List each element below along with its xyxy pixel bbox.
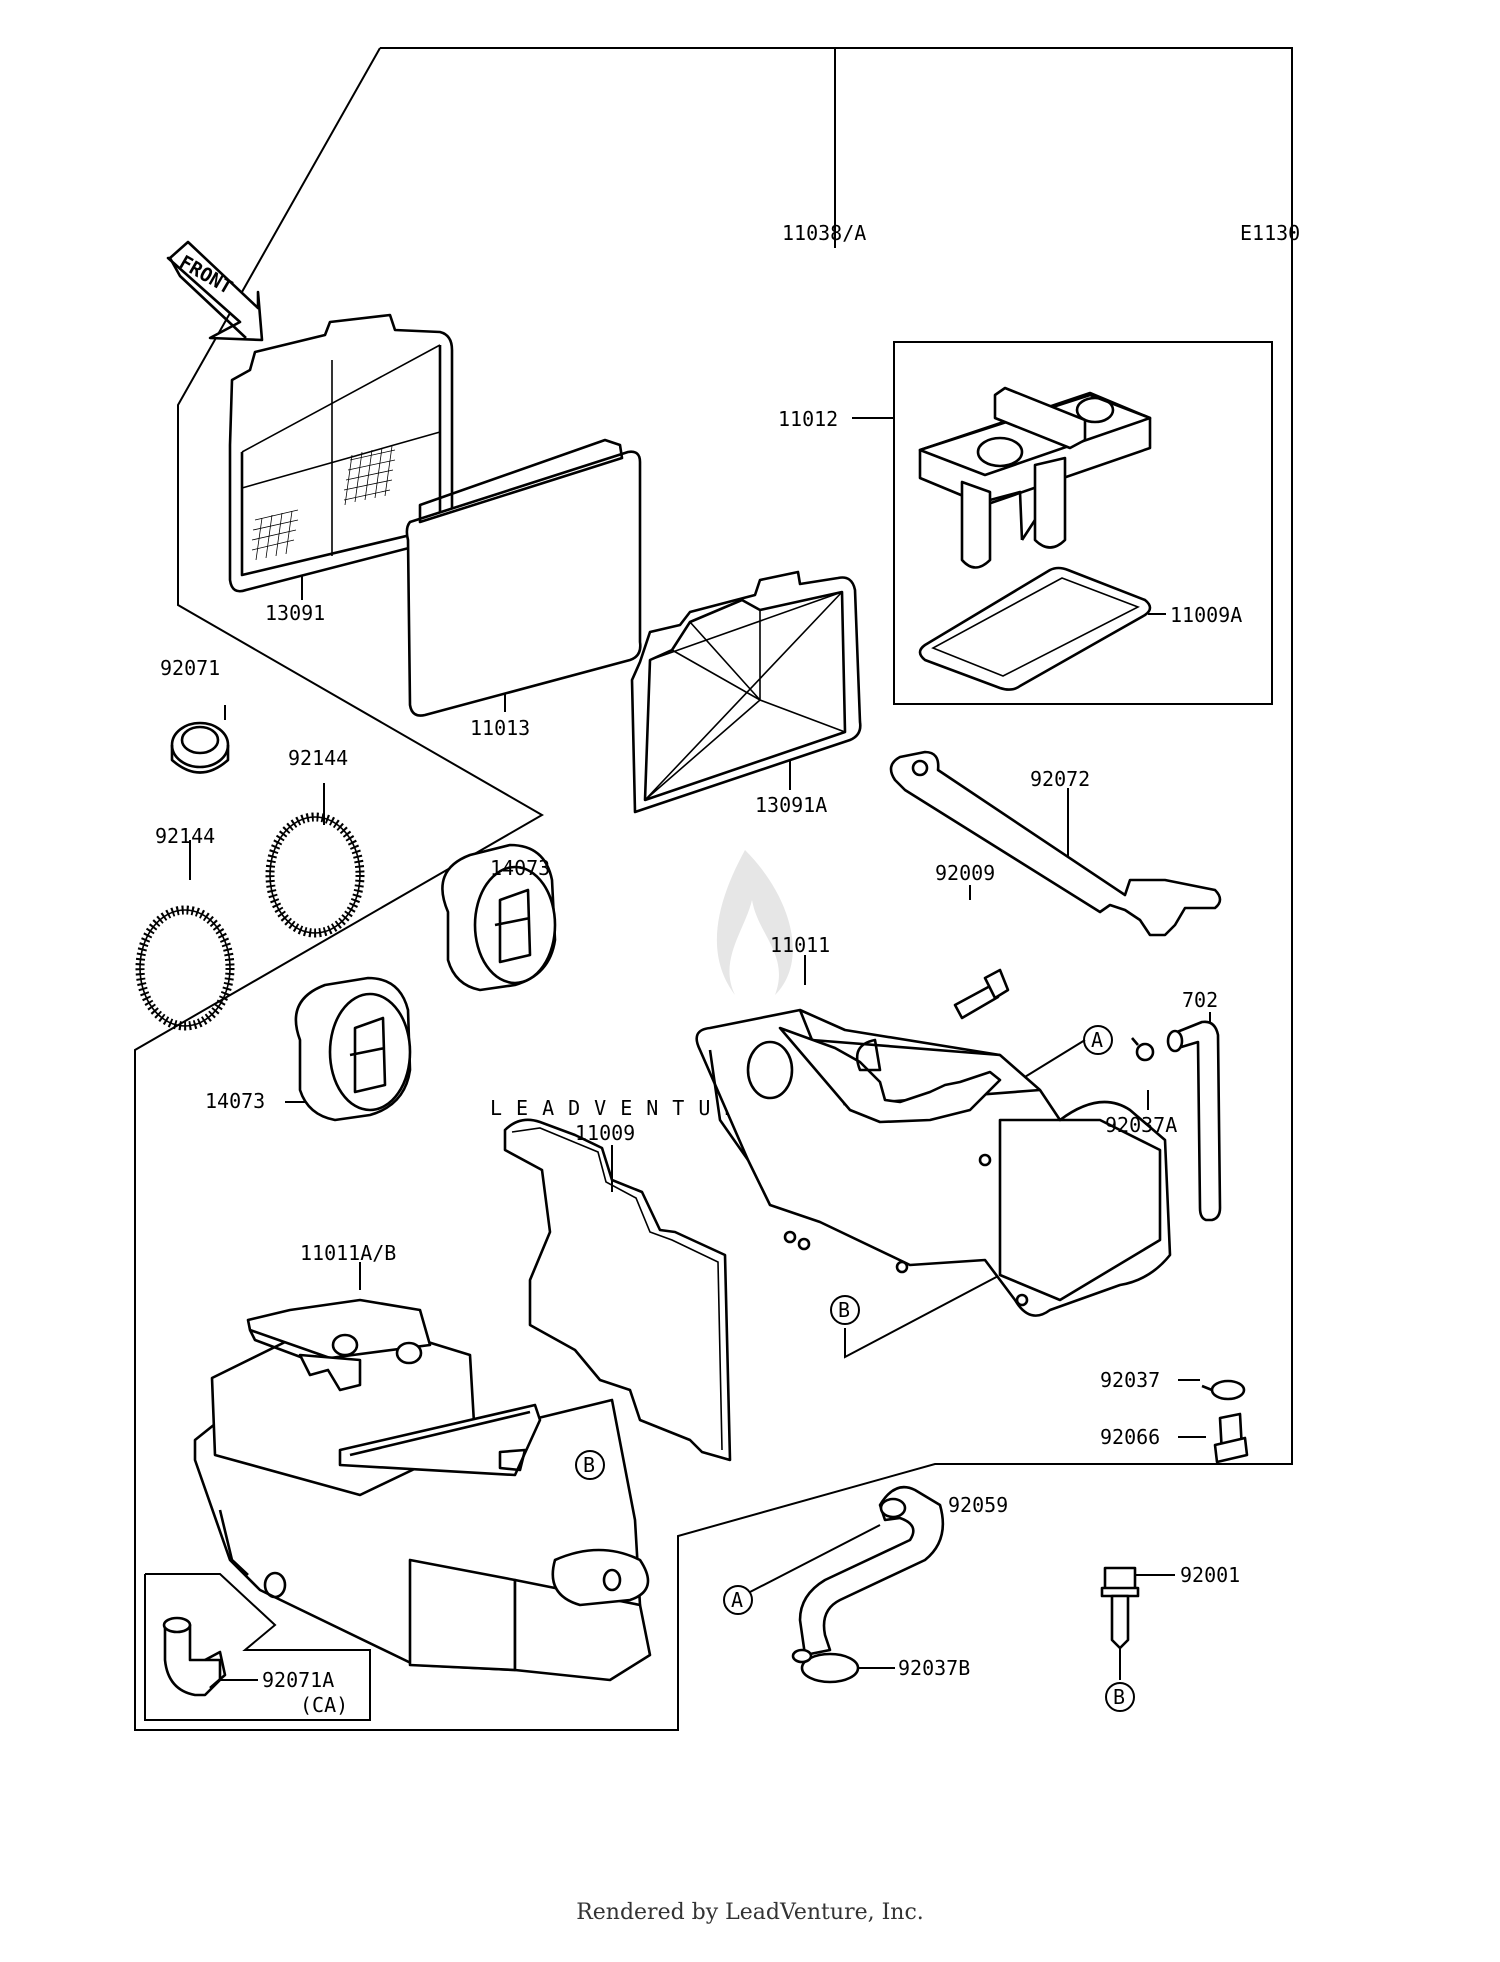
filter-element-11013 <box>405 438 642 717</box>
strap-92072 <box>889 750 1222 937</box>
screw-92009 <box>953 968 1010 1020</box>
cap-14073-a <box>441 843 557 992</box>
inset-box <box>144 1573 371 1721</box>
label-92144-b: 92144 <box>155 824 215 848</box>
ref-B-2: B <box>575 1450 605 1480</box>
label-92071A: 92071A <box>262 1668 334 1692</box>
label-13091: 13091 <box>265 601 325 625</box>
subassembly-box <box>893 341 1273 705</box>
spring-92144-b <box>135 905 235 1031</box>
label-702: 702 <box>1182 988 1218 1012</box>
label-11009: 11009 <box>575 1121 635 1145</box>
hose-92059 <box>798 1485 945 1657</box>
airbox-11011AB <box>193 1298 652 1682</box>
filter-frame-13091A <box>630 570 862 814</box>
label-92059: 92059 <box>948 1493 1008 1517</box>
label-13091A: 13091A <box>755 793 827 817</box>
ref-A-1: A <box>1083 1025 1113 1055</box>
diagram-code: E1130 <box>1240 221 1300 245</box>
label-14073-a: 14073 <box>490 856 550 880</box>
ref-B-1: B <box>830 1295 860 1325</box>
label-11011: 11011 <box>770 933 830 957</box>
label-92009: 92009 <box>935 861 995 885</box>
ref-B-3: B <box>1105 1682 1135 1712</box>
fitting-92066 <box>1213 1412 1249 1464</box>
cover-11012 <box>918 386 1152 569</box>
cap-14073-b <box>294 976 412 1122</box>
clamp-92037A <box>1131 1037 1155 1062</box>
gasket-11009 <box>503 1118 732 1462</box>
label-92071A-note: (CA) <box>300 1693 348 1717</box>
grommet-92071 <box>170 721 230 774</box>
label-11011AB: 11011A/B <box>300 1241 396 1265</box>
ref-A-2: A <box>723 1585 753 1615</box>
ref-B-label: B <box>1113 1685 1125 1709</box>
ref-A-label: A <box>731 1588 743 1612</box>
assembly-outline <box>134 47 1293 1731</box>
label-92144-a: 92144 <box>288 746 348 770</box>
label-92001: 92001 <box>1180 1563 1240 1587</box>
label-92071: 92071 <box>160 656 220 680</box>
clamp-92037B <box>791 1648 860 1684</box>
fitting-92071A <box>162 1616 227 1697</box>
spring-92144-a <box>265 812 365 938</box>
part-labels: E1130 11038/A 11012 11009A 13091 11013 1… <box>155 221 1300 1717</box>
ref-A-label: A <box>1091 1028 1103 1052</box>
gasket-11009A <box>918 566 1152 691</box>
label-11038A: 11038/A <box>782 221 866 245</box>
footer-credit: Rendered by LeadVenture, Inc. <box>576 1900 924 1925</box>
label-14073-b: 14073 <box>205 1089 265 1113</box>
ref-B-label: B <box>583 1453 595 1477</box>
clamp-92037 <box>1201 1379 1246 1401</box>
ref-B-label: B <box>838 1298 850 1322</box>
label-92037B: 92037B <box>898 1656 970 1680</box>
bolt-92001 <box>1100 1566 1140 1650</box>
label-11013: 11013 <box>470 716 530 740</box>
label-11009A: 11009A <box>1170 603 1242 627</box>
label-92072: 92072 <box>1030 767 1090 791</box>
label-11012: 11012 <box>778 407 838 431</box>
airbox-11011 <box>695 1008 1172 1317</box>
label-92066: 92066 <box>1100 1425 1160 1449</box>
front-arrow: FRONT <box>166 240 264 342</box>
label-92037A: 92037A <box>1105 1113 1177 1137</box>
hose-702 <box>1166 1020 1222 1222</box>
label-92037: 92037 <box>1100 1368 1160 1392</box>
